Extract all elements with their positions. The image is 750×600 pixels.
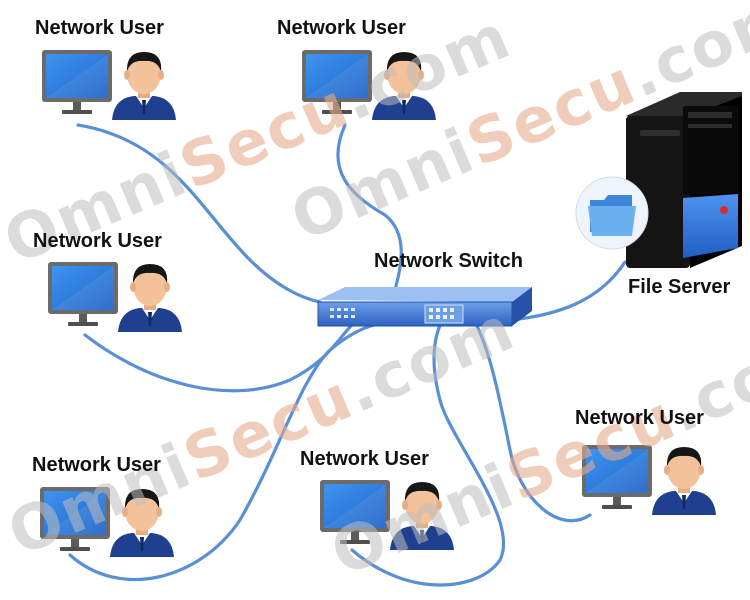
label-user-1: Network User bbox=[35, 17, 164, 39]
label-user-2: Network User bbox=[277, 17, 406, 39]
network-switch-icon bbox=[317, 287, 532, 327]
workstation-user-4 bbox=[40, 487, 174, 557]
label-user-4: Network User bbox=[32, 454, 161, 476]
cable-server bbox=[508, 260, 627, 322]
cables bbox=[68, 123, 627, 587]
label-user-6: Network User bbox=[575, 407, 704, 429]
workstation-user-1 bbox=[42, 50, 176, 120]
workstation-user-3 bbox=[48, 262, 182, 332]
cable-user-1 bbox=[76, 123, 322, 304]
workstation-user-6 bbox=[582, 445, 716, 515]
label-switch: Network Switch bbox=[374, 250, 523, 272]
label-user-5: Network User bbox=[300, 448, 429, 470]
workstation-user-2 bbox=[302, 50, 436, 120]
file-server-icon bbox=[626, 92, 742, 268]
folder-icon bbox=[575, 176, 649, 250]
label-server: File Server bbox=[628, 276, 731, 298]
cable-user-3 bbox=[83, 320, 357, 393]
cable-user-5 bbox=[350, 323, 506, 587]
label-user-3: Network User bbox=[33, 230, 162, 252]
cable-user-6 bbox=[473, 320, 592, 523]
cable-user-2 bbox=[336, 123, 403, 292]
cable-user-4 bbox=[68, 320, 402, 581]
workstation-user-5 bbox=[320, 480, 454, 550]
